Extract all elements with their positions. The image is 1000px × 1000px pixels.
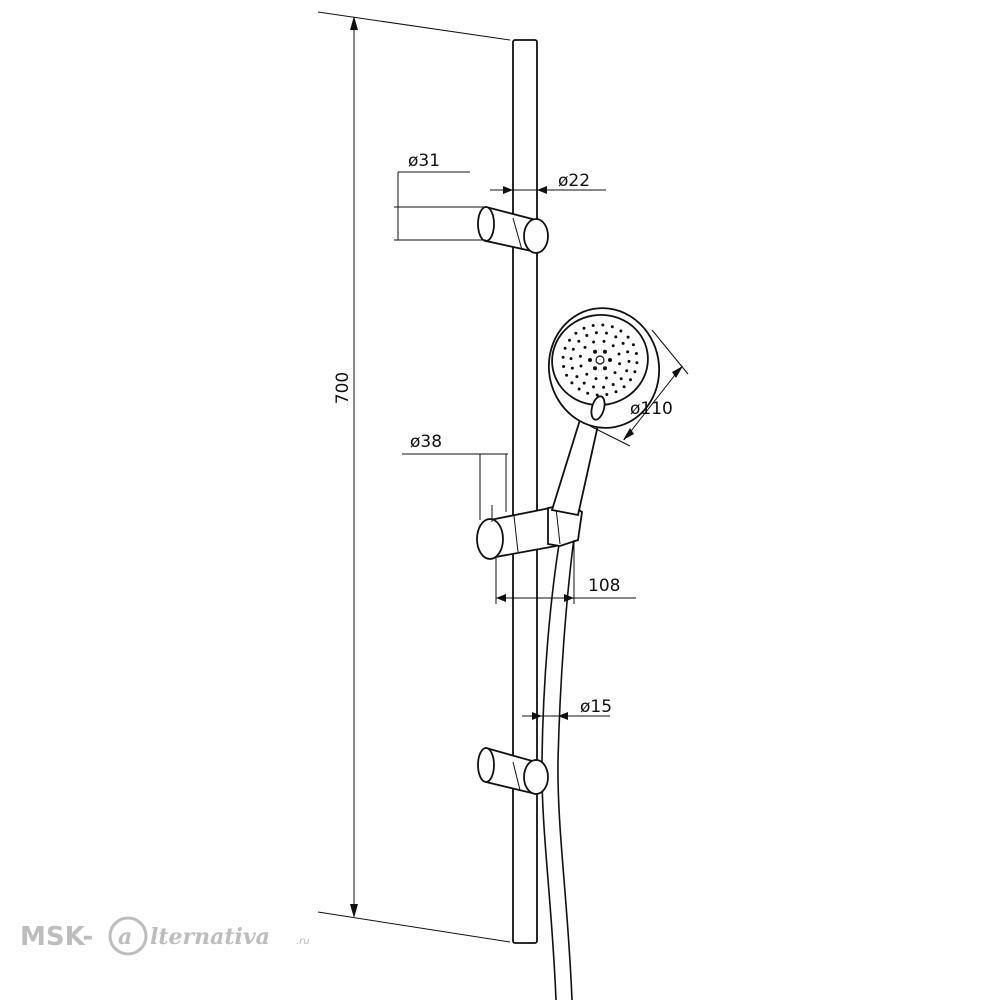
spray-nozzle [611,383,615,386]
spray-nozzle [570,381,574,385]
spray-nozzle [583,345,587,349]
spray-nozzle [626,335,630,339]
spray-nozzle [613,371,617,375]
spray-nozzle [621,341,625,345]
spray-nozzle [614,335,618,339]
spray-nozzle [561,355,565,359]
spray-nozzle [582,326,586,330]
spray-nozzle [565,373,569,377]
spray-nozzle [602,385,606,389]
spray-nozzle [610,325,614,329]
spray-nozzle [595,393,599,397]
spray-nozzle [577,339,581,343]
spray-nozzle [608,358,612,362]
slide-rail [512,39,538,944]
spray-nozzle [618,362,622,366]
spray-nozzle [585,334,589,337]
spray-nozzle [622,385,626,389]
watermark-logo-letter: a [118,924,132,950]
spray-nozzle [633,370,637,374]
spray-nozzle [605,331,608,335]
hand-shower-head [547,307,661,429]
slider-diameter-label: ø38 [410,432,442,452]
watermark-logo: MSK- a lternativa .ru [20,916,310,956]
spray-nozzle [629,378,632,382]
slider-diameter-dimension: ø38 [402,432,508,522]
spray-nozzle [619,329,623,333]
spray-nozzle [563,346,567,350]
spray-nozzle [594,377,598,381]
spray-nozzle [592,385,595,389]
hose-diameter-label: ø15 [580,697,612,717]
spray-nozzle [569,357,573,361]
spray-nozzle [570,366,574,370]
spray-nozzle [625,369,629,373]
bracket-diameter-label: ø31 [408,151,440,171]
spray-nozzle [592,340,596,344]
spray-nozzle [619,377,623,381]
spray-nozzle [602,339,606,343]
bottom-wall-bracket [477,746,549,796]
bar-diameter-dimension: ø22 [490,171,606,214]
spray-nozzle [574,331,578,335]
spray-nozzle [588,358,592,362]
bar-diameter-label: ø22 [558,171,590,191]
watermark-prefix: MSK- [20,922,93,952]
spray-nozzle [611,344,615,348]
spray-nozzle [586,391,590,395]
projection-dimension: 108 [495,540,636,604]
spray-nozzle [601,323,605,327]
projection-label: 108 [588,576,620,596]
slider-holder [476,503,583,560]
spray-nozzle [575,375,579,379]
spray-nozzle [627,359,631,363]
spray-nozzle [593,366,597,371]
height-dimension: 700 [317,11,511,943]
shower-hose [541,537,575,1000]
spray-nozzle [585,372,589,376]
spray-nozzle [582,381,586,385]
spray-nozzle [614,390,618,394]
spray-nozzle [591,324,595,327]
spray-nozzle [579,364,583,368]
spray-nozzle [634,352,638,355]
head-diameter-dimension: ø110 [589,329,689,447]
watermark-suffix: lternativa [150,924,270,950]
spray-nozzle [604,376,608,380]
spray-nozzle [626,350,630,354]
spray-nozzle [603,349,607,354]
spray-nozzle [631,343,635,347]
spray-nozzle [571,347,575,351]
spray-nozzle [603,366,607,371]
spray-nozzle [577,387,581,391]
height-label: 700 [333,372,353,404]
spray-nozzle [605,393,609,396]
spray-nozzle [594,331,598,335]
watermark-tld: .ru [296,936,310,947]
spray-nozzle [635,361,639,365]
spray-nozzles [561,323,639,397]
spray-nozzle [593,349,597,354]
spray-nozzle [562,365,566,368]
spray-nozzle [578,354,582,358]
spray-nozzle [617,352,621,356]
spray-nozzle [568,338,571,342]
hose-diameter-dimension: ø15 [522,697,612,720]
head-diameter-label: ø110 [630,399,673,419]
bracket-diameter-dimension: ø31 [394,151,486,241]
spray-center [595,355,605,365]
